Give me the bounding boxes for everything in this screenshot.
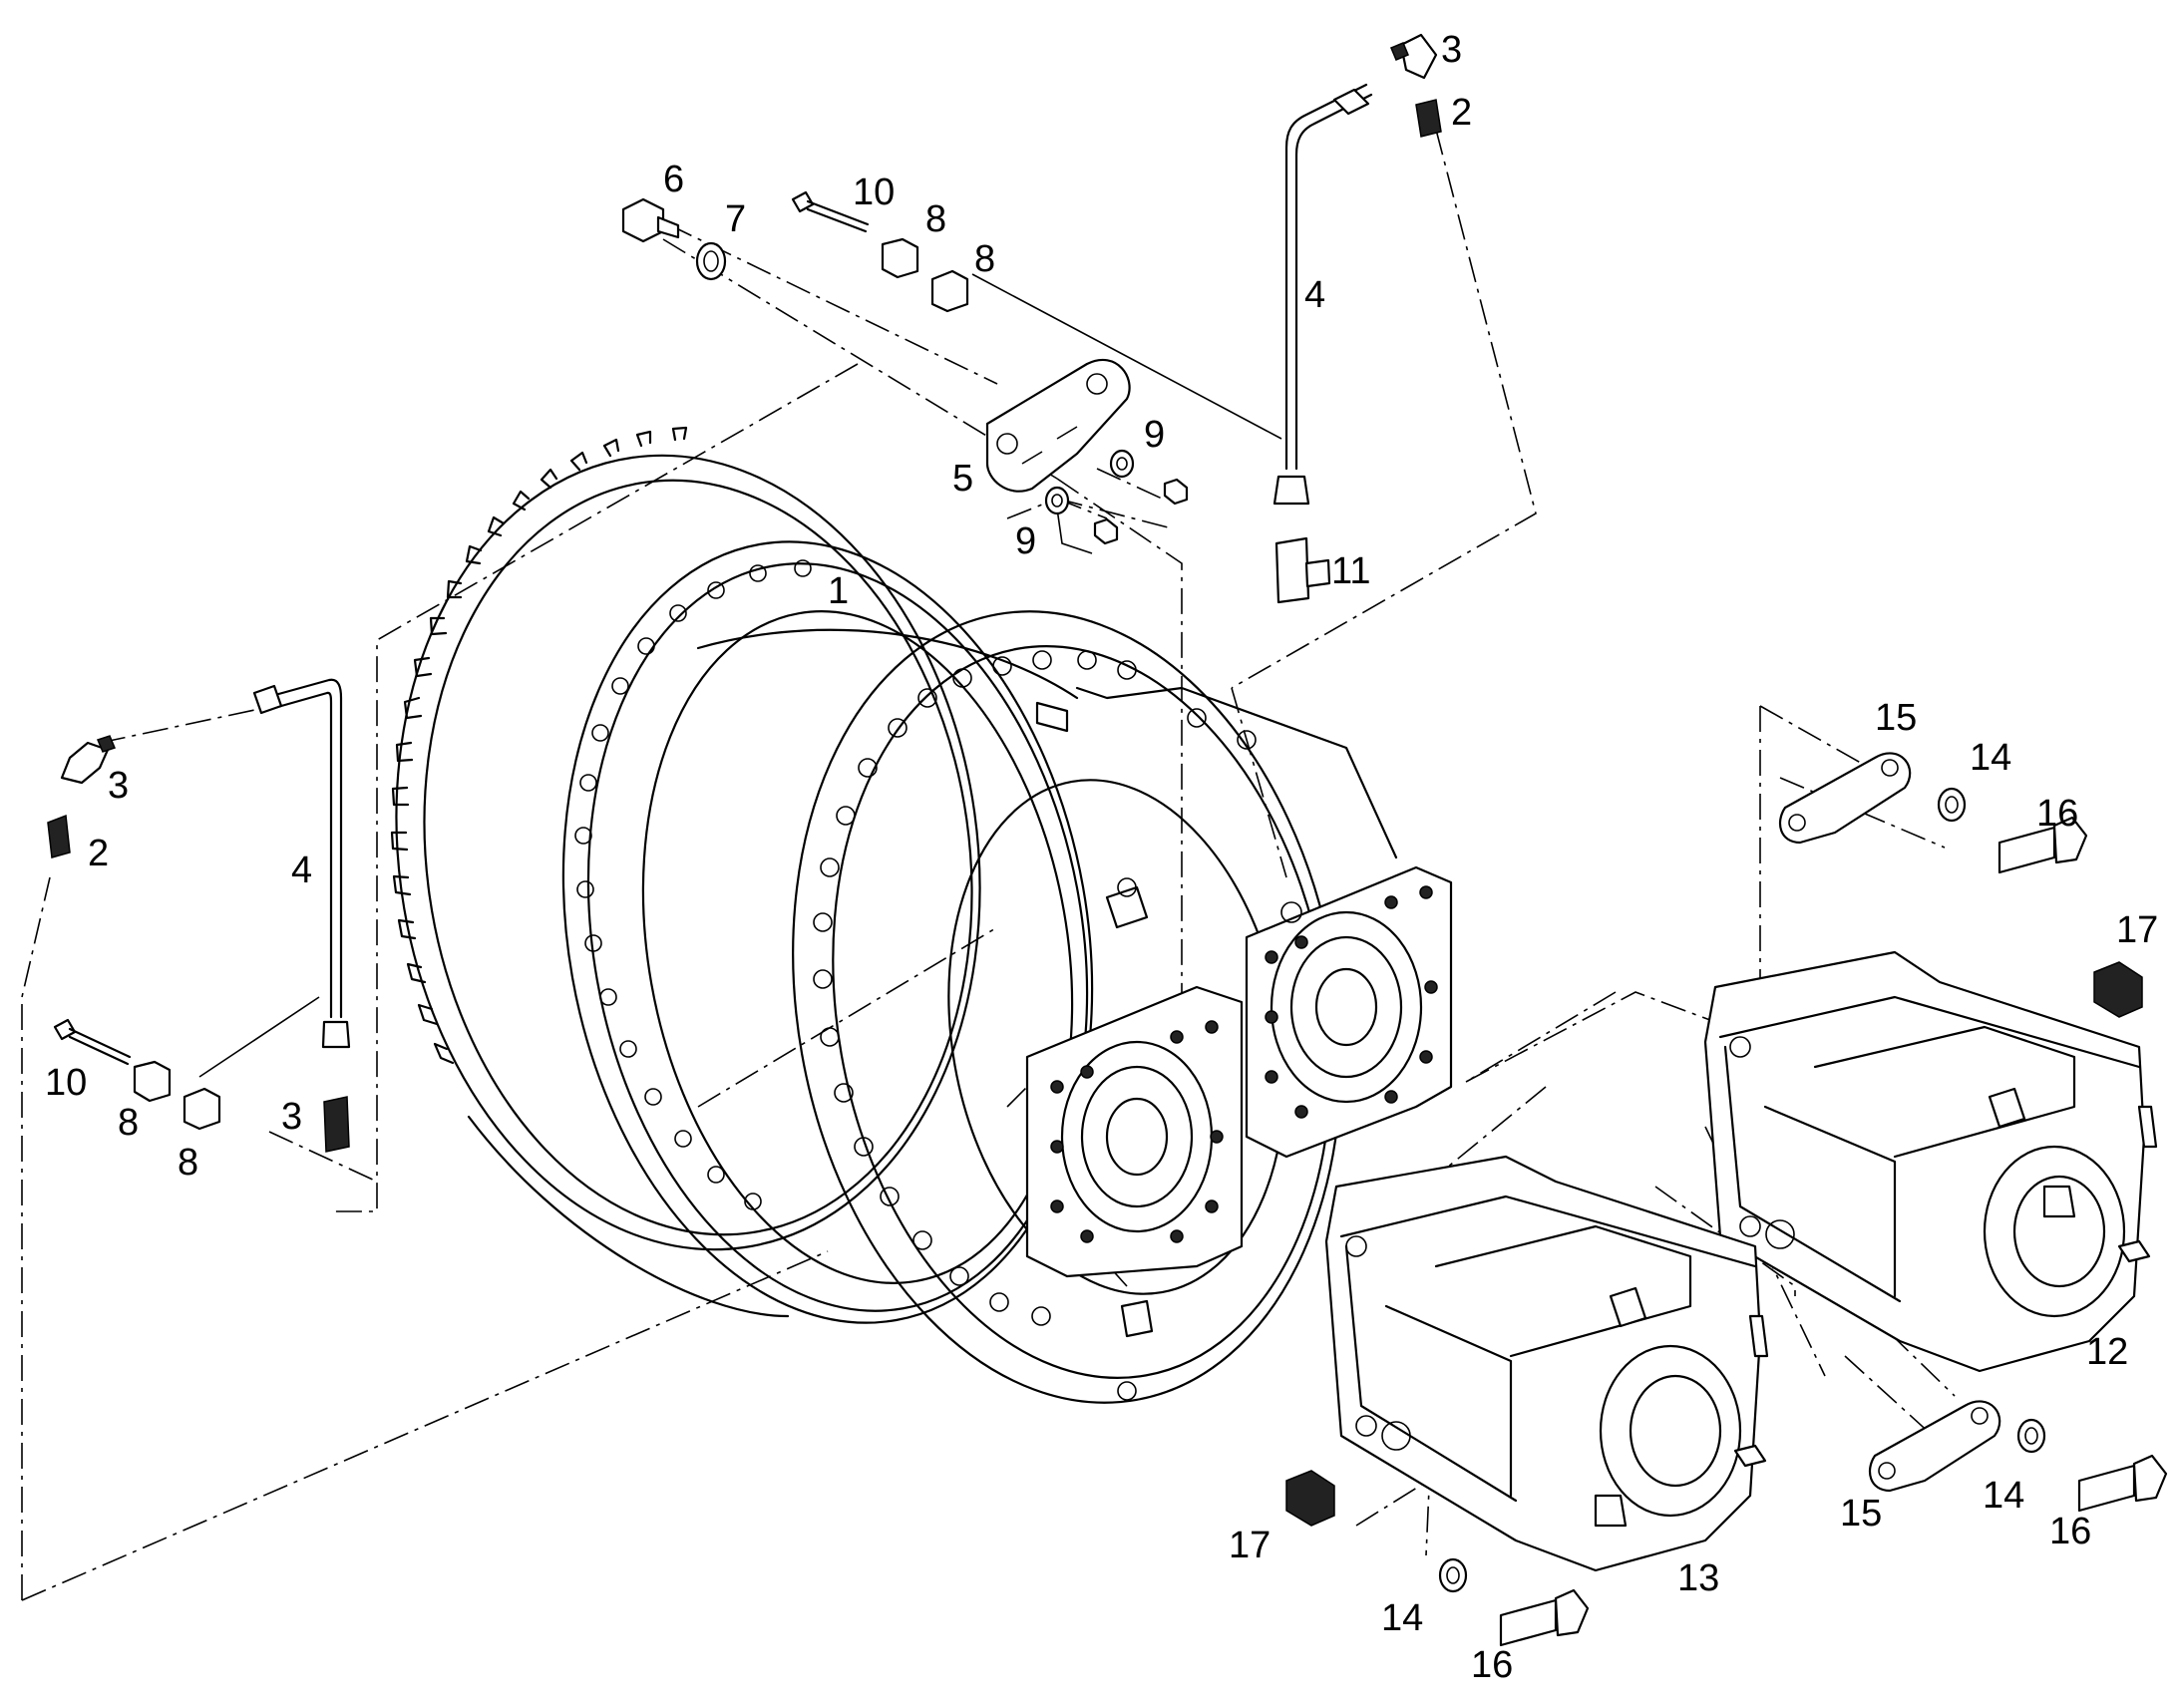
bracket-bolt-left [53,1018,132,1066]
callout-17b: 17 [1229,1525,1271,1566]
callout-13: 13 [1677,1557,1719,1599]
callout-12: 12 [2086,1331,2128,1373]
washers-nuts [1044,449,1189,545]
callout-8b: 8 [974,238,995,280]
adapter-left [47,814,71,858]
callout-labels: 1 2 2 3 3 3 4 4 5 6 7 8 8 8 8 9 9 10 10 … [45,29,2158,1686]
callout-2a: 2 [1451,92,1472,134]
callout-10b: 10 [45,1062,87,1104]
clamp-blocks-upper [881,237,969,313]
callout-15a: 15 [1875,697,1917,739]
callout-4a: 4 [1304,274,1325,316]
washers-motor [1438,787,2046,1593]
sealing-ring [695,241,727,281]
callout-3a: 3 [1441,29,1462,71]
elbow-fitting-left [60,735,117,785]
adapter-upper [1415,99,1442,138]
callout-2b: 2 [88,833,109,874]
callout-16c: 16 [1471,1644,1513,1686]
ring-gear-teeth [390,426,688,1065]
callout-16b: 16 [2049,1511,2091,1552]
callout-1: 1 [828,570,849,612]
callout-6: 6 [663,159,684,200]
elbow-fitting-upper [1390,33,1438,80]
front-flange-bolt-holes [813,650,1257,1326]
screw-plugs [1285,961,2143,1527]
callout-3b: 3 [108,765,129,807]
callout-9a: 9 [1144,414,1165,456]
hydraulic-motor-right [1703,950,2158,1373]
callout-15b: 15 [1840,1493,1882,1535]
callout-14c: 14 [1381,1597,1423,1639]
clamp-blocks-left [133,1060,221,1131]
bracket-bolt-upper [791,190,870,233]
callout-14b: 14 [1983,1475,2024,1517]
left-flange-bolts [1050,1020,1224,1243]
bracket-plate [985,358,1131,493]
cover-plate-upper [1778,752,1912,845]
callout-3c: 3 [281,1096,302,1138]
callout-8c: 8 [118,1102,139,1144]
t-fitting [1274,536,1331,604]
pipe-left [252,678,351,1049]
callout-5: 5 [952,458,973,500]
middle-flange-bolt-holes [574,559,812,1210]
callout-8a: 8 [925,198,946,240]
plug-screw [621,197,680,243]
right-flange-bolts [1265,885,1438,1119]
cover-plate-lower [1868,1400,2001,1493]
callout-9b: 9 [1015,520,1036,562]
main-gear-housing [390,426,1453,1404]
solid-leader-lines [198,273,1282,1078]
hex-bolts-motor [1499,816,2168,1647]
callout-10a: 10 [853,171,895,213]
callout-4b: 4 [291,850,312,891]
pipe-upper [1272,83,1373,506]
callout-16a: 16 [2036,793,2078,835]
callout-14a: 14 [1970,737,2011,779]
callout-7: 7 [725,198,746,240]
hydraulic-motor-lower [1324,1155,1769,1572]
fitting-lower-left [323,1096,350,1153]
callout-8d: 8 [178,1142,198,1184]
callout-17a: 17 [2116,909,2158,951]
callout-11: 11 [1331,550,1370,592]
